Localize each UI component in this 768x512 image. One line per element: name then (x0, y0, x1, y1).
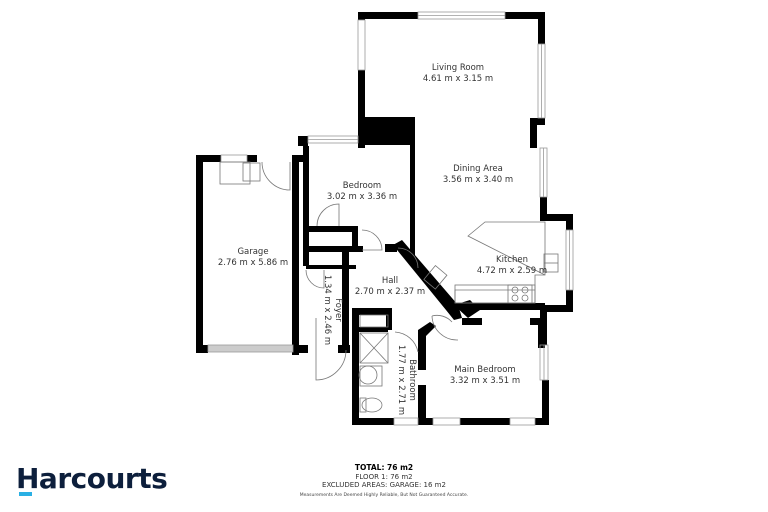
room-dims: 4.72 m x 2.59 m (476, 266, 548, 276)
floor-plan (196, 11, 574, 426)
room-label-bathroom: Bathroom 1.77 m x 2.71 m (395, 345, 417, 415)
room-label-foyer: Foyer 1.34 m x 2.46 m (321, 275, 343, 345)
area-summary: TOTAL: 76 m2 FLOOR 1: 76 m2 EXCLUDED ARE… (322, 463, 446, 490)
excluded-areas: EXCLUDED AREAS: GARAGE: 16 m2 (322, 481, 446, 489)
room-label-living-room: Living Room 4.61 m x 3.15 m (423, 63, 493, 85)
floor1-area: FLOOR 1: 76 m2 (355, 472, 413, 481)
logo-accent-bar (19, 492, 32, 496)
disclaimer: Measurements Are Deemed Highly Reliable,… (299, 493, 469, 498)
walls (196, 12, 573, 425)
room-label-dining-area: Dining Area 3.56 m x 3.40 m (443, 164, 513, 186)
room-name: Foyer (333, 298, 343, 322)
room-label-main-bedroom: Main Bedroom 3.32 m x 3.51 m (450, 365, 520, 387)
room-dims: 2.76 m x 5.86 m (217, 258, 289, 268)
room-name: Main Bedroom (454, 365, 516, 375)
total-area: TOTAL: 76 m2 (354, 463, 414, 472)
room-dims: 2.70 m x 2.37 m (354, 287, 426, 297)
fixtures (219, 161, 559, 413)
room-name: Bathroom (407, 359, 417, 401)
room-label-kitchen: Kitchen 4.72 m x 2.59 m (477, 255, 547, 277)
room-dims: 3.32 m x 3.51 m (449, 376, 521, 386)
room-name: Hall (381, 276, 399, 286)
room-label-garage: Garage 2.76 m x 5.86 m (218, 247, 288, 269)
windows (207, 11, 574, 426)
room-label-hall: Hall 2.70 m x 2.37 m (355, 276, 425, 298)
room-dims: 4.61 m x 3.15 m (422, 74, 494, 84)
room-dims: 3.02 m x 3.36 m (326, 192, 398, 202)
room-name: Kitchen (496, 255, 528, 265)
room-name: Garage (237, 247, 269, 257)
room-name: Bedroom (342, 181, 382, 191)
harcourts-logo: Harcourts (16, 462, 168, 495)
room-name: Dining Area (453, 164, 503, 174)
room-label-bedroom: Bedroom 3.02 m x 3.36 m (327, 181, 397, 203)
room-name: Living Room (431, 63, 485, 73)
room-dims: 3.56 m x 3.40 m (442, 175, 514, 185)
room-dims: 1.34 m x 2.46 m (322, 274, 332, 346)
room-dims: 1.77 m x 2.71 m (396, 344, 406, 416)
